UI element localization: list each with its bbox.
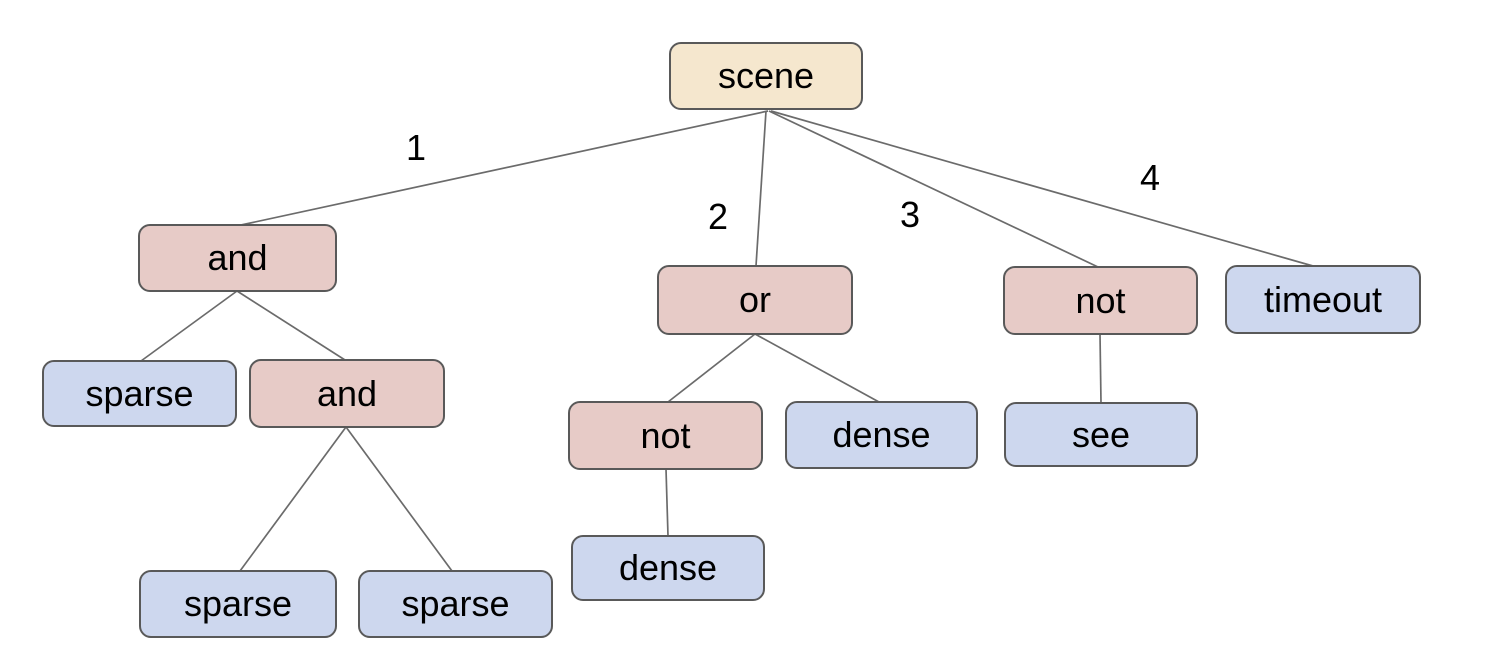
edge-scene-not: [768, 110, 1099, 268]
edge-label-2: 2: [707, 196, 729, 237]
node-and: and: [138, 224, 337, 292]
node-not: not: [1003, 266, 1198, 335]
edge-scene-or: [755, 110, 767, 267]
edge-not-see: [1099, 333, 1102, 404]
node-sparse-3: sparse: [358, 570, 553, 638]
edge-scene-timeout: [770, 110, 1314, 267]
node-not-2: not: [568, 401, 763, 470]
node-or: or: [657, 265, 853, 335]
edge-and-sparse: [140, 290, 238, 362]
node-sparse-2: sparse: [139, 570, 337, 638]
node-and-2: and: [249, 359, 445, 428]
edge-scene-and: [240, 110, 769, 226]
edge-and2-sparse2: [239, 426, 347, 572]
node-dense-2: dense: [571, 535, 765, 601]
edge-or-dense: [754, 333, 880, 403]
node-timeout: timeout: [1225, 265, 1421, 334]
edge-and2-sparse3: [345, 426, 453, 572]
edge-label-4: 4: [1139, 157, 1161, 198]
edge-or-not2: [667, 333, 756, 403]
node-scene: scene: [669, 42, 863, 110]
edge-label-3: 3: [899, 194, 921, 235]
node-sparse-1: sparse: [42, 360, 237, 427]
node-dense-1: dense: [785, 401, 978, 469]
node-see: see: [1004, 402, 1198, 467]
edge-and-and2: [236, 290, 346, 361]
edge-label-1: 1: [405, 127, 427, 168]
edge-not2-dense2: [665, 468, 669, 537]
